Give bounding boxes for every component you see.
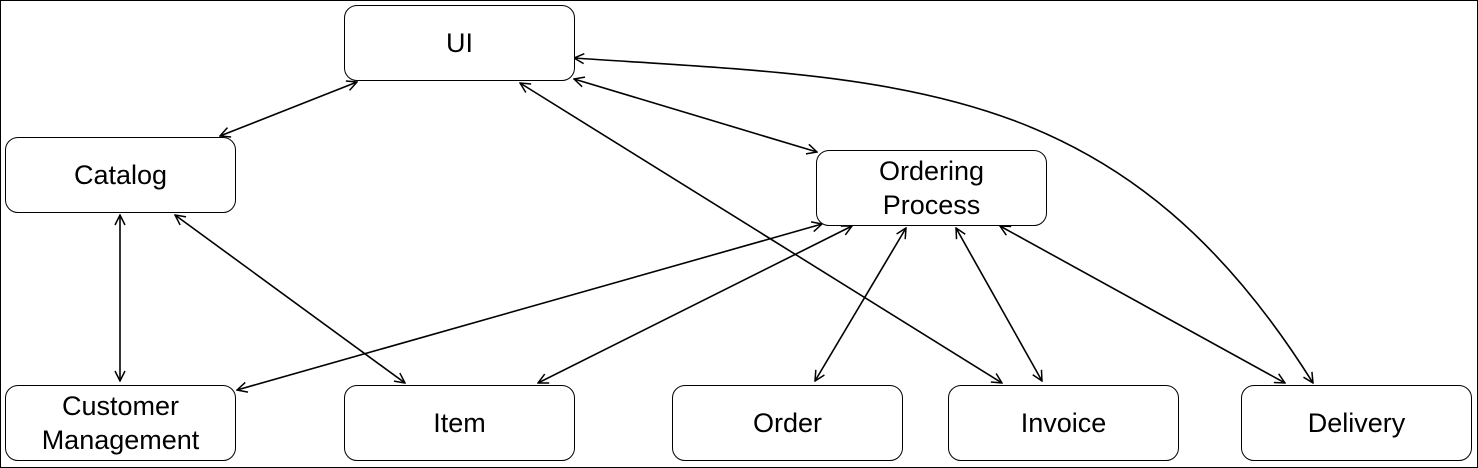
node-ordering-process-label: Ordering Process bbox=[878, 156, 985, 220]
edge-ordering-delivery bbox=[1000, 226, 1285, 383]
node-ui[interactable]: UI bbox=[344, 5, 575, 81]
node-invoice[interactable]: Invoice bbox=[948, 385, 1179, 461]
edge-ordering-invoice bbox=[956, 228, 1042, 381]
node-item-label: Item bbox=[433, 408, 486, 438]
edge-ui-ordering bbox=[574, 79, 817, 152]
node-catalog-label: Catalog bbox=[73, 160, 168, 190]
node-order-label: Order bbox=[752, 408, 823, 438]
node-customer-management-label: Customer Management bbox=[41, 391, 200, 455]
node-delivery[interactable]: Delivery bbox=[1241, 385, 1472, 461]
node-catalog[interactable]: Catalog bbox=[5, 137, 236, 213]
edge-catalog-item bbox=[175, 215, 405, 383]
node-item[interactable]: Item bbox=[344, 385, 575, 461]
edge-ui-catalog bbox=[220, 82, 357, 136]
node-ui-label: UI bbox=[446, 28, 473, 58]
node-delivery-label: Delivery bbox=[1307, 408, 1406, 438]
edge-ordering-item bbox=[538, 226, 852, 383]
edge-ordering-customer bbox=[237, 224, 822, 390]
node-customer-management[interactable]: Customer Management bbox=[5, 385, 236, 461]
edge-ordering-order bbox=[815, 228, 906, 381]
node-ordering-process[interactable]: Ordering Process bbox=[816, 150, 1047, 226]
node-order[interactable]: Order bbox=[672, 385, 903, 461]
edge-ui-invoice bbox=[520, 83, 1002, 383]
node-invoice-label: Invoice bbox=[1020, 408, 1107, 438]
